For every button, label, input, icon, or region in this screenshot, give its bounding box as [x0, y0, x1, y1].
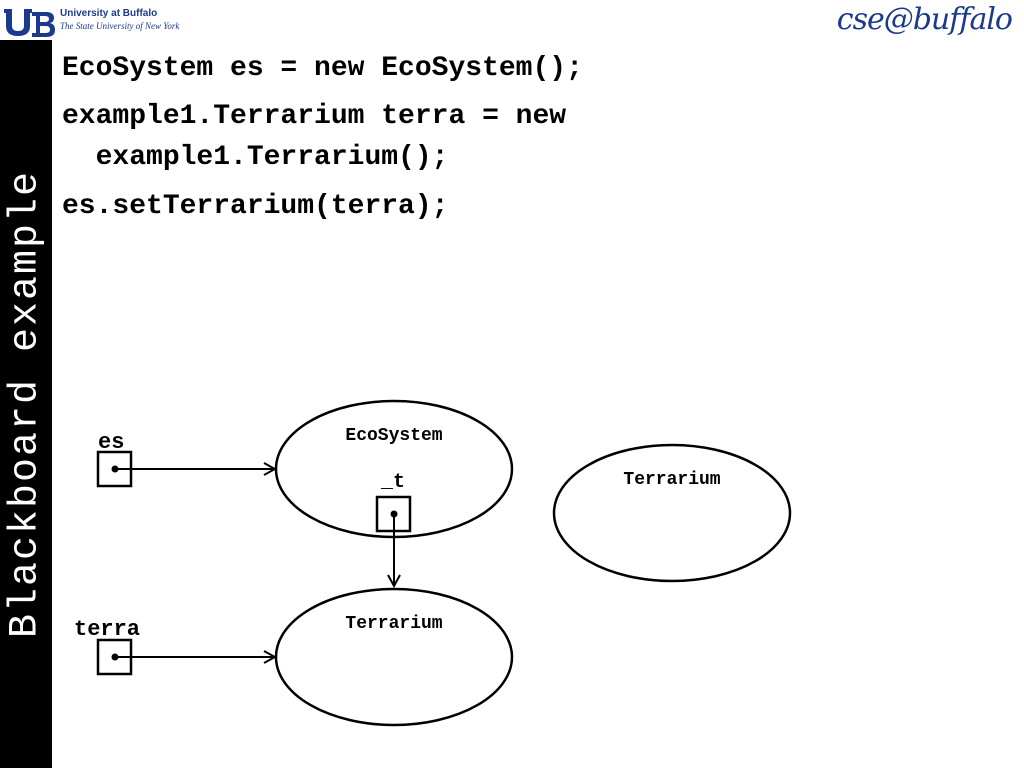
code-line-2b: example1.Terrarium();: [62, 142, 449, 173]
code-line-2a: example1.Terrarium terra = new: [62, 101, 567, 132]
code-line-1: EcoSystem es = new EcoSystem();: [62, 53, 583, 84]
ub-wordmark: University at Buffalo The State Universi…: [60, 8, 179, 32]
ub-name: University at Buffalo: [60, 8, 158, 19]
ub-subtitle: The State University of New York: [60, 21, 180, 31]
terrarium-label-referenced: Terrarium: [345, 614, 442, 634]
field-t-label: _t: [380, 471, 405, 494]
code-line-3: es.setTerrarium(terra);: [62, 191, 449, 222]
terrarium-label-unreferenced: Terrarium: [623, 470, 720, 490]
ub-logo: University at Buffalo The State Universi…: [2, 6, 202, 40]
var-terra-label: terra: [74, 617, 140, 642]
ub-mark-icon: [4, 9, 55, 37]
terrarium-object-referenced: [274, 587, 514, 727]
terrarium-object-unreferenced: [552, 443, 792, 583]
sidebar: [0, 40, 52, 768]
ecosystem-label: EcoSystem: [345, 426, 442, 446]
cse-logo: cse@buffalo: [836, 2, 1013, 37]
